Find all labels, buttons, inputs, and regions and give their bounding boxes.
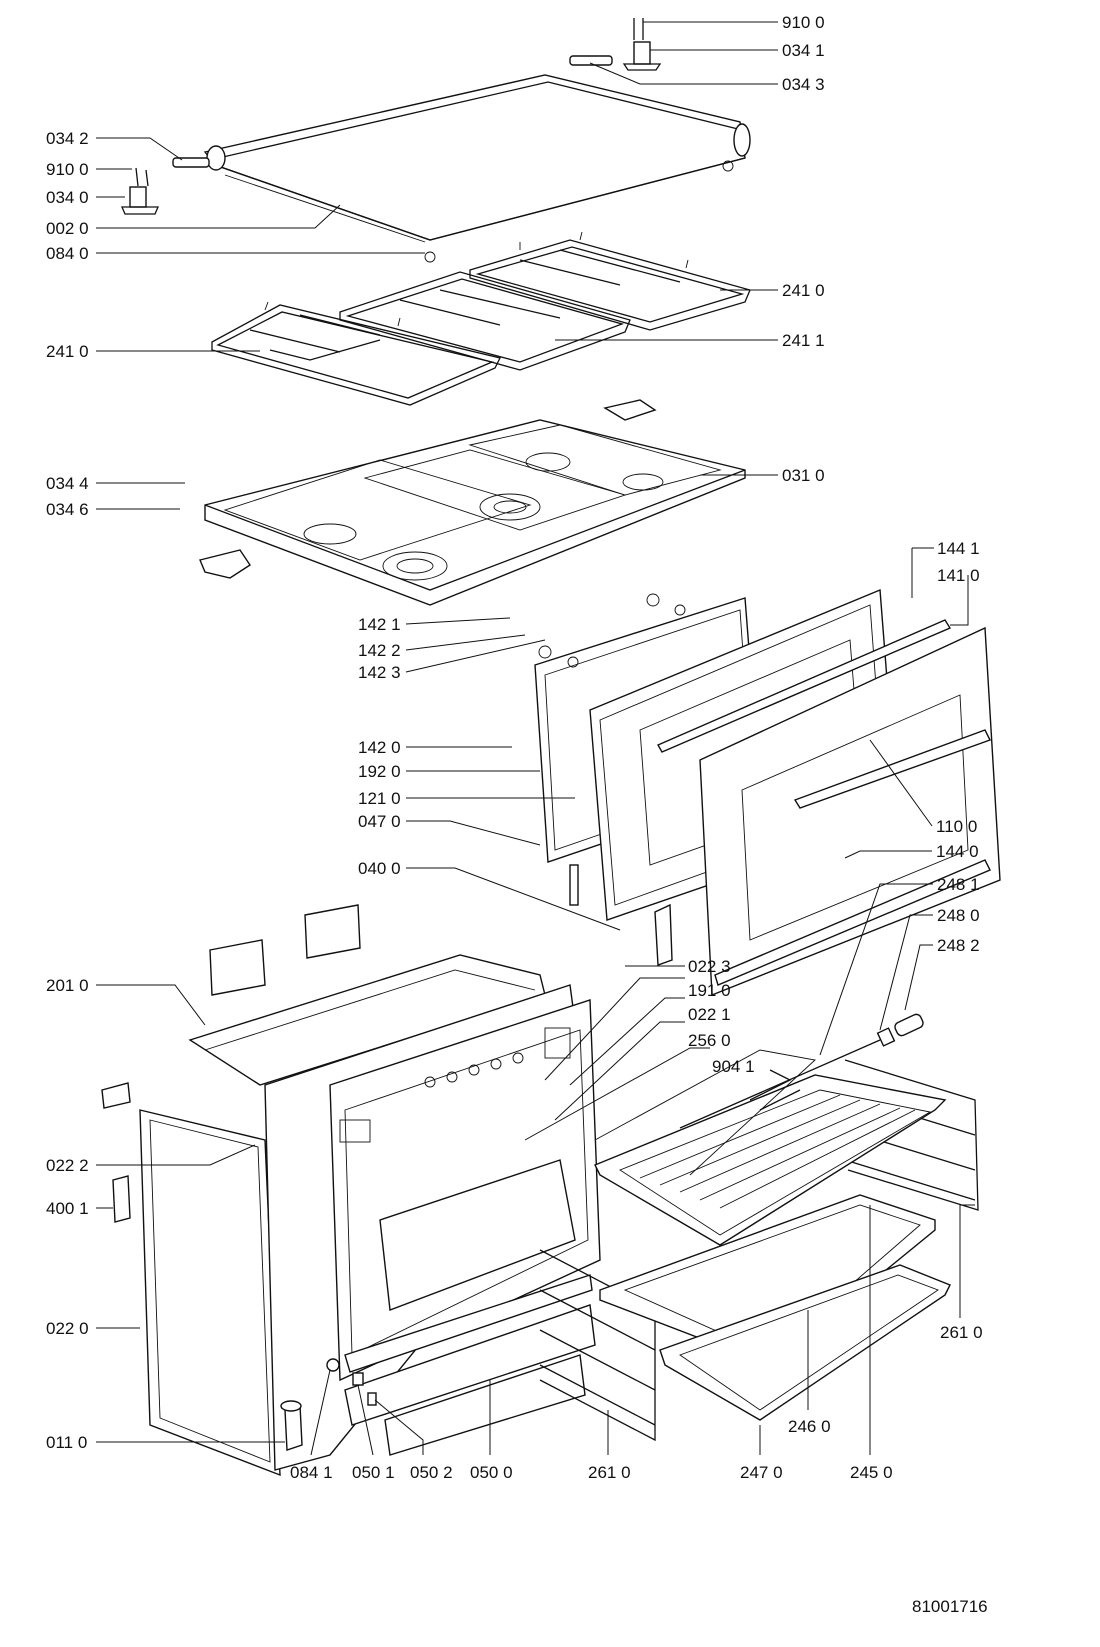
callout-2481: 248 1 xyxy=(937,875,980,894)
hinge-parts-top xyxy=(121,18,662,215)
callout-2480: 248 0 xyxy=(937,906,980,925)
callout-0346: 034 6 xyxy=(46,500,89,519)
callout-1100: 110 0 xyxy=(936,817,977,836)
callout-0400: 040 0 xyxy=(358,859,401,878)
callout-2460: 246 0 xyxy=(788,1417,831,1436)
callout-1441: 144 1 xyxy=(937,539,980,558)
callout-9100-left: 910 0 xyxy=(46,160,89,179)
drip-pans-246-247 xyxy=(599,1194,951,1421)
rotisserie-248 xyxy=(594,1013,924,1176)
lid-002-0 xyxy=(203,74,751,263)
callout-0020: 002 0 xyxy=(46,219,89,238)
callout-9041: 904 1 xyxy=(712,1057,755,1076)
callout-1420: 142 0 xyxy=(358,738,401,757)
callout-2411: 241 1 xyxy=(782,331,825,350)
callout-0841: 084 1 xyxy=(290,1463,333,1482)
callout-2010: 201 0 xyxy=(46,976,89,995)
callout-2410-left: 241 0 xyxy=(46,342,89,361)
document-number: 81001716 xyxy=(912,1597,988,1616)
callout-1421: 142 1 xyxy=(358,615,401,634)
callout-0222: 022 2 xyxy=(46,1156,89,1175)
hob-031-0 xyxy=(199,399,746,606)
callout-0501: 050 1 xyxy=(352,1463,395,1482)
callout-0470: 047 0 xyxy=(358,812,401,831)
callout-2610-bottom: 261 0 xyxy=(588,1463,631,1482)
callout-0341: 034 1 xyxy=(782,41,825,60)
callout-0343: 034 3 xyxy=(782,75,825,94)
callout-1440: 144 0 xyxy=(936,842,979,861)
callout-4001: 400 1 xyxy=(46,1199,89,1218)
callout-0221: 022 1 xyxy=(688,1005,731,1024)
callout-9100-top: 910 0 xyxy=(782,13,825,32)
callout-0223: 022 3 xyxy=(688,957,731,976)
callout-labels: 910 0 034 1 034 3 034 2 910 0 034 0 002 … xyxy=(46,13,983,1482)
callout-0840: 084 0 xyxy=(46,244,89,263)
callout-0340: 034 0 xyxy=(46,188,89,207)
callout-0502: 050 2 xyxy=(410,1463,453,1482)
oven-door-assembly xyxy=(534,588,1001,997)
cooker-body xyxy=(101,904,601,1477)
leader-lines xyxy=(96,21,975,1456)
callout-1423: 142 3 xyxy=(358,663,401,682)
callout-0110: 011 0 xyxy=(46,1433,87,1452)
callout-2482: 248 2 xyxy=(937,936,980,955)
pan-supports-241 xyxy=(211,231,751,406)
callout-1410: 141 0 xyxy=(937,566,980,585)
callout-2560: 256 0 xyxy=(688,1031,731,1050)
callout-0344: 034 4 xyxy=(46,474,89,493)
callout-1920: 192 0 xyxy=(358,762,401,781)
callout-2450: 245 0 xyxy=(850,1463,893,1482)
callout-1910: 191 0 xyxy=(688,981,731,1000)
callout-0220: 022 0 xyxy=(46,1319,89,1338)
callout-0342: 034 2 xyxy=(46,129,89,148)
callout-0310: 031 0 xyxy=(782,466,825,485)
callout-1422: 142 2 xyxy=(358,641,401,660)
callout-0500: 050 0 xyxy=(470,1463,513,1482)
callout-2610-right: 261 0 xyxy=(940,1323,983,1342)
callout-2470: 247 0 xyxy=(740,1463,783,1482)
callout-1210: 121 0 xyxy=(358,789,401,808)
callout-2410-right: 241 0 xyxy=(782,281,825,300)
